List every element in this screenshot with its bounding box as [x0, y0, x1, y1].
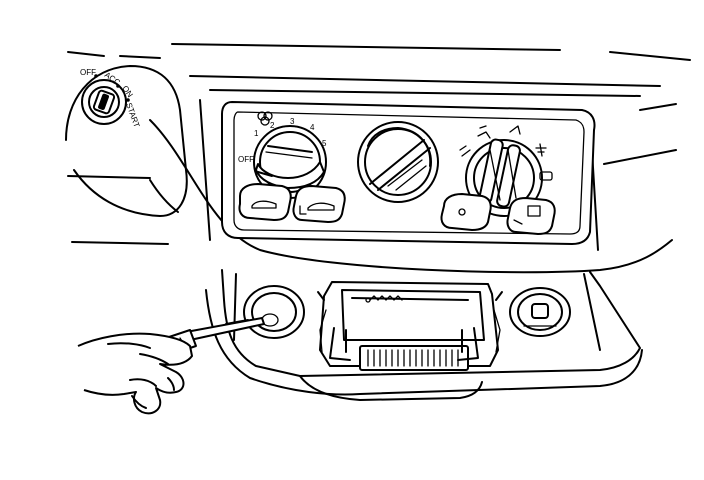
ignition-switch[interactable] — [81, 79, 127, 125]
fan-off-label: OFF — [238, 155, 254, 164]
fan-speed-labels: OFF 1 2 3 4 5 — [238, 117, 327, 164]
ac-button-left[interactable] — [440, 193, 492, 231]
dash-trim-lines — [67, 43, 691, 245]
recirc-icon — [527, 205, 541, 217]
face-vent-icon — [459, 145, 471, 157]
ac-sun-icon — [458, 208, 466, 216]
recirc-button-right[interactable] — [506, 197, 556, 235]
vent-lever-right[interactable] — [292, 185, 346, 223]
temperature-knob[interactable] — [357, 121, 439, 203]
fan-speed-2-label: 2 — [270, 121, 275, 130]
ignition-bezel — [65, 65, 188, 217]
tray-spring — [365, 295, 403, 303]
ignition-off-label: OFF — [80, 68, 96, 77]
hand — [77, 332, 193, 415]
vent-lever-left[interactable] — [238, 183, 292, 221]
fan-speed-3-label: 3 — [290, 117, 295, 126]
defrost-icon — [539, 171, 553, 181]
fan-icon — [257, 111, 273, 126]
fan-speed-4-label: 4 — [310, 123, 315, 132]
mode-icons — [459, 125, 553, 181]
power-socket-right[interactable] — [509, 287, 571, 337]
tray-bracket-right — [457, 327, 479, 361]
fan-speed-1-label: 1 — [254, 129, 259, 138]
ignition-start-label: START — [124, 102, 141, 129]
floor-icon — [509, 125, 521, 135]
bi-level-icon — [477, 125, 491, 139]
fan-speed-knob[interactable] — [253, 125, 327, 199]
defrost-floor-icon — [535, 143, 547, 157]
key-slot — [98, 93, 109, 110]
tray-bracket-left — [329, 327, 351, 361]
fan-speed-5-label: 5 — [322, 139, 327, 148]
tray-grille — [359, 345, 469, 371]
power-socket-left[interactable] — [243, 285, 305, 339]
